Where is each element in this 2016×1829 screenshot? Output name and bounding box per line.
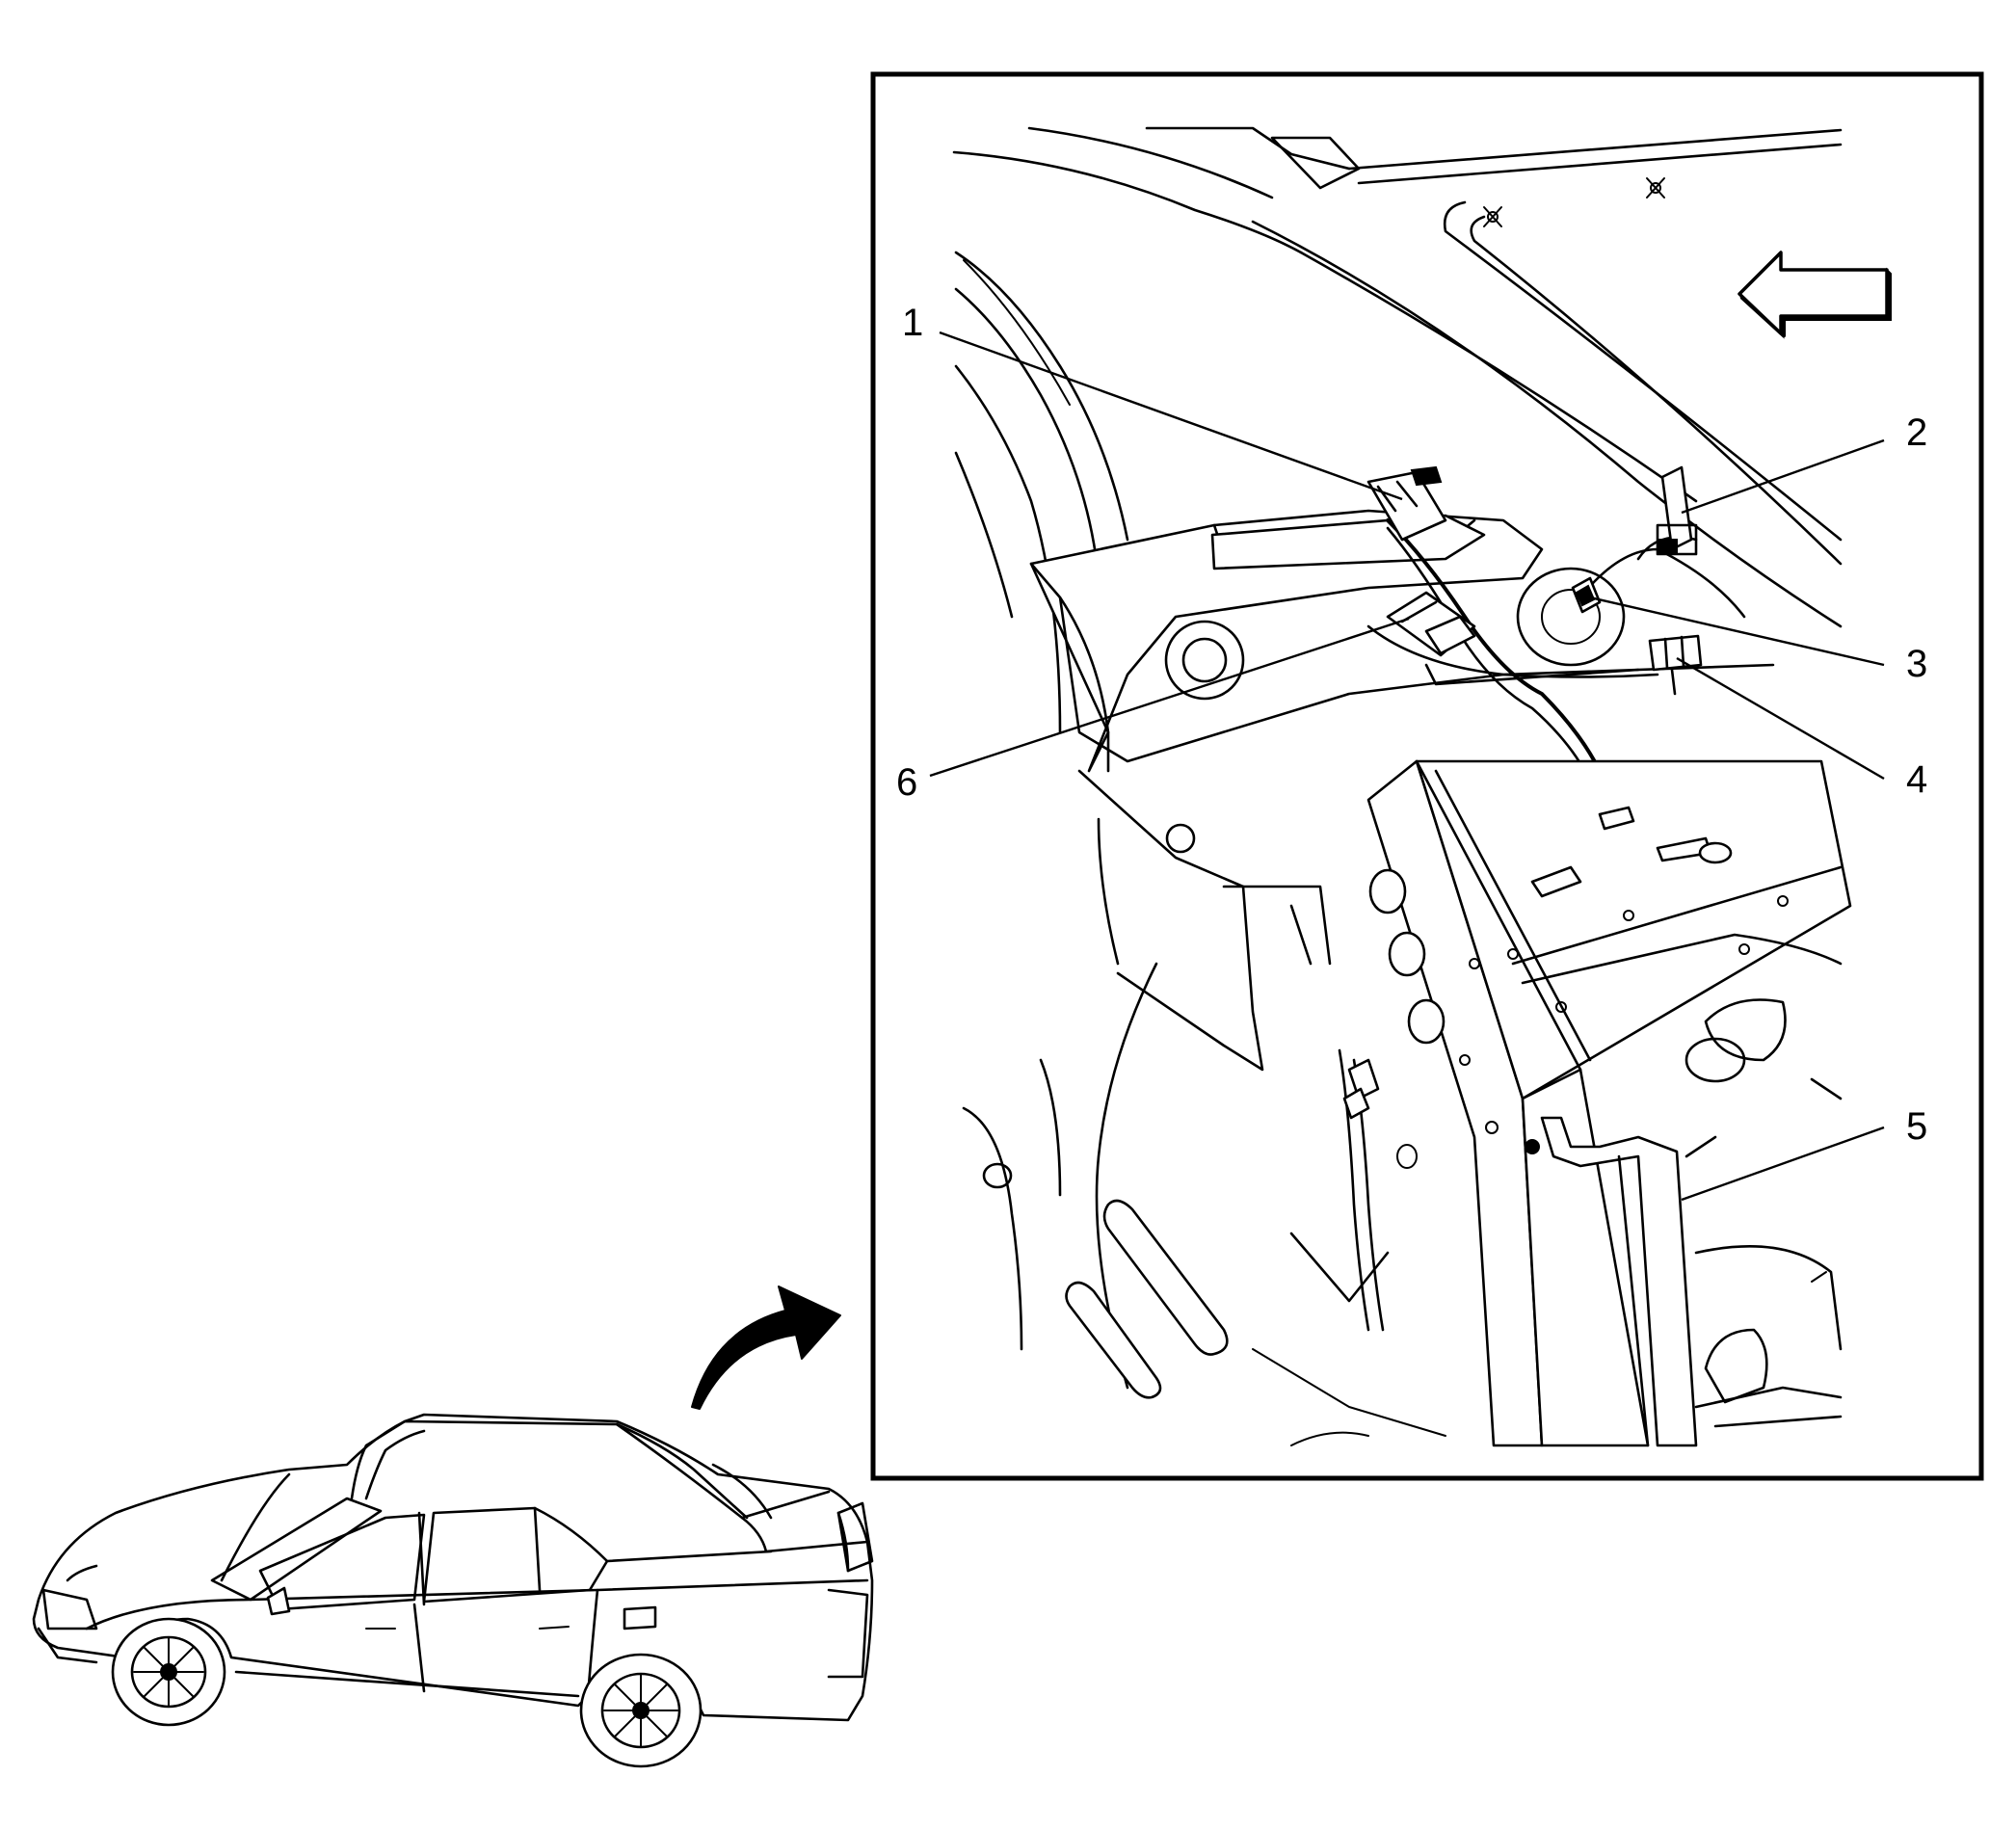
callout-1: 1 <box>902 302 923 344</box>
rear-window-area <box>952 126 1843 628</box>
sedan-vehicle <box>32 1413 874 1768</box>
detail-view: 1 2 3 4 5 6 <box>870 71 1984 1481</box>
callout-5: 5 <box>1906 1105 1927 1148</box>
connector-1 <box>1366 465 1447 542</box>
rear-wheel <box>579 1653 703 1768</box>
callout-2: 2 <box>1906 411 1927 454</box>
connector-6 <box>1386 591 1476 657</box>
harness-lower <box>1289 904 1385 1332</box>
speaker-opening <box>1516 567 1626 667</box>
seat-back-frame <box>1366 759 1852 1447</box>
c-pillar <box>954 251 1129 734</box>
connector-2 <box>1656 465 1698 556</box>
callout-leaders <box>929 331 1885 1202</box>
callout-6: 6 <box>896 761 917 804</box>
curved-arrow-icon <box>691 1286 841 1410</box>
callout-4: 4 <box>1906 758 1927 801</box>
callout-labels: 1 2 3 4 5 6 <box>896 302 1927 1148</box>
front-wheel <box>111 1617 226 1727</box>
callout-3: 3 <box>1906 643 1927 685</box>
connector-4 <box>1648 634 1703 696</box>
trunk-floor <box>962 769 1446 1446</box>
left-arrow-icon <box>1737 251 1892 339</box>
connector-3 <box>1571 576 1602 614</box>
bracket-5 <box>1525 1116 1717 1447</box>
trunk-right <box>1694 1245 1843 1428</box>
